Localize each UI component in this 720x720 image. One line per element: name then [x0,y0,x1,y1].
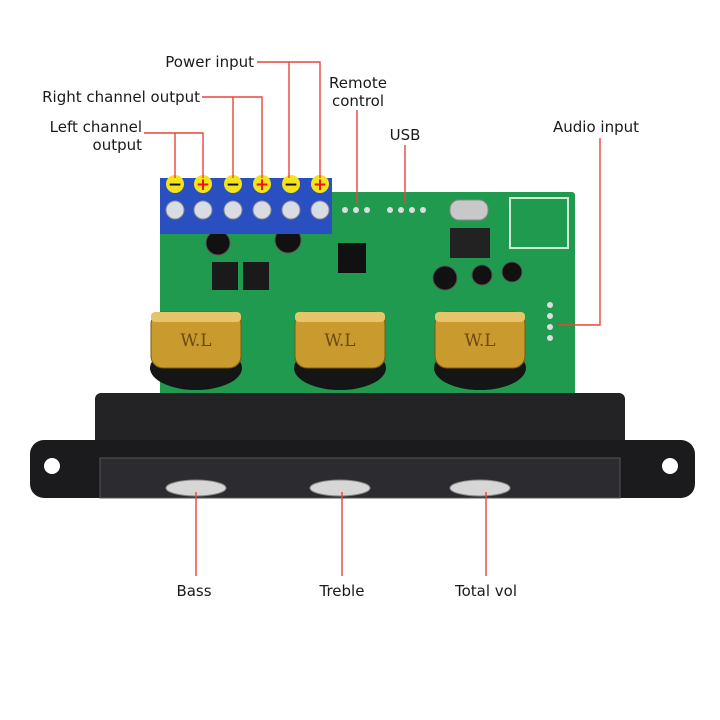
terminal-screw [252,200,272,220]
terminal-marker [224,175,242,193]
mount-hole [662,458,678,474]
usb-header [387,207,426,213]
terminal-marker [253,175,271,193]
knob-shaft[interactable] [449,479,511,497]
label-audio-input: Audio input [553,118,639,136]
label-total-vol: Total vol [454,582,517,600]
amp-chip-left [212,262,238,290]
label-bass: Bass [176,582,211,600]
ir-header [342,207,370,213]
terminal-block [160,178,332,234]
amp-chip-right [243,262,269,290]
minus-icon: − [168,175,182,195]
knob-logo: W.L [464,331,495,351]
label-treble: Treble [319,582,365,600]
label-left-channel-output: Left channel [50,118,142,136]
leader-line-right [202,96,263,178]
leader-line-left [144,132,204,178]
knob-logo: W.L [180,331,211,351]
front-panel-back [95,393,625,453]
plus-icon: + [255,175,269,195]
label-remote-control: control [332,92,384,110]
terminal-screw [165,200,185,220]
regulator [338,243,366,273]
plus-icon: + [196,175,210,195]
terminal-marker [311,175,329,193]
plus-icon: + [313,175,327,195]
terminal-marker [166,175,184,193]
terminal-marker [194,175,212,193]
capacitor [432,265,458,291]
terminal-marker [282,175,300,193]
label-right-channel-output: Right channel output [42,88,200,106]
pot-rim [435,312,525,322]
capacitor [205,230,231,256]
leader-line-audio [558,138,601,326]
terminal-screw [193,200,213,220]
terminal-screw [310,200,330,220]
label-left-channel-output: output [93,136,143,154]
bluetooth-antenna [509,197,569,249]
chip [450,228,490,258]
capacitor [471,264,493,286]
terminal-screw [281,200,301,220]
minus-icon: − [226,175,240,195]
mount-hole [44,458,60,474]
capacitor [501,261,523,283]
crystal [449,199,489,221]
label-remote-control: Remote [329,74,387,92]
pot-rim [151,312,241,322]
label-usb: USB [390,126,421,144]
knob-shaft[interactable] [309,479,371,497]
leader-line-power [257,61,321,178]
pot-rim [295,312,385,322]
terminal-screw [223,200,243,220]
minus-icon: − [284,175,298,195]
label-power-input: Power input [165,53,254,71]
aux-header [547,302,553,341]
knob-logo: W.L [324,331,355,351]
